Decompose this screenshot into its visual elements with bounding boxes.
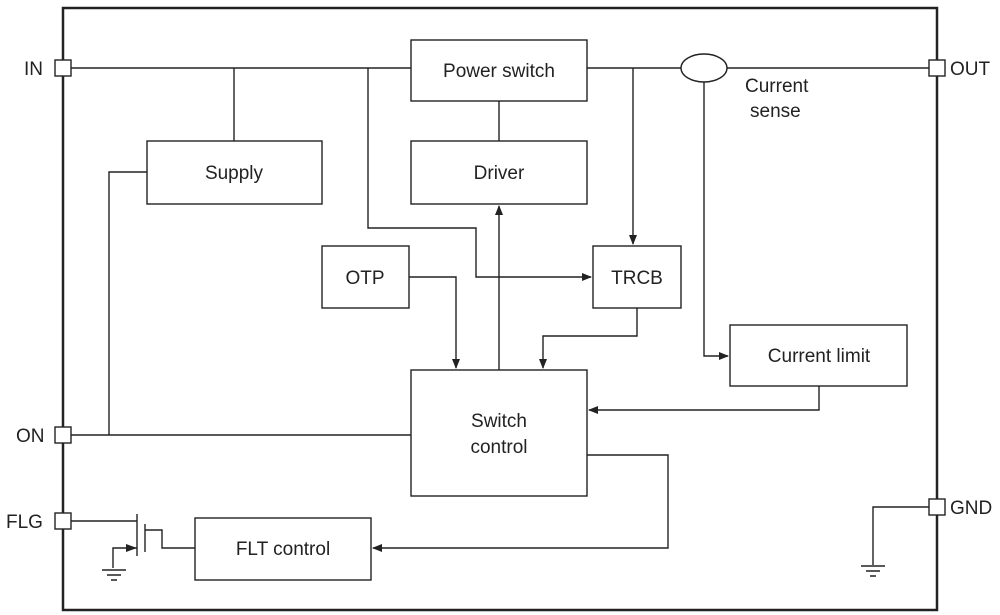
chip-outline <box>61 6 939 612</box>
switch-control-block: Switch control <box>410 369 588 497</box>
svg-text:Driver: Driver <box>474 163 525 184</box>
current-sense: Current sense <box>680 53 809 122</box>
otp-block: OTP <box>321 245 410 309</box>
pin-on: ON <box>16 426 72 447</box>
svg-text:IN: IN <box>24 59 43 80</box>
pin-gnd: GND <box>928 498 992 519</box>
trcb-block: TRCB <box>592 245 682 309</box>
pin-in: IN <box>24 59 72 80</box>
svg-text:TRCB: TRCB <box>611 268 663 289</box>
svg-text:control: control <box>470 437 527 458</box>
pin-out: OUT <box>928 59 991 80</box>
wires <box>71 67 929 565</box>
svg-text:sense: sense <box>750 101 801 122</box>
svg-text:FLG: FLG <box>6 512 43 533</box>
current-limit-block: Current limit <box>729 324 908 387</box>
svg-text:Switch: Switch <box>471 411 527 432</box>
svg-text:Current limit: Current limit <box>768 346 871 367</box>
svg-text:Power switch: Power switch <box>443 61 555 82</box>
ground-icon <box>861 565 885 577</box>
svg-text:OTP: OTP <box>345 268 384 289</box>
ground-icon <box>102 569 126 581</box>
supply-block: Supply <box>146 140 323 205</box>
power-switch-block: Power switch <box>410 39 588 102</box>
pin-flg: FLG <box>6 512 72 533</box>
mosfet-icon <box>71 514 195 568</box>
svg-text:GND: GND <box>950 498 992 519</box>
svg-text:OUT: OUT <box>950 59 991 80</box>
svg-text:ON: ON <box>16 426 45 447</box>
svg-text:Current: Current <box>745 76 809 97</box>
flt-control-block: FLT control <box>194 517 372 581</box>
svg-text:Supply: Supply <box>205 163 264 184</box>
driver-block: Driver <box>410 140 588 205</box>
svg-text:FLT control: FLT control <box>236 539 330 560</box>
